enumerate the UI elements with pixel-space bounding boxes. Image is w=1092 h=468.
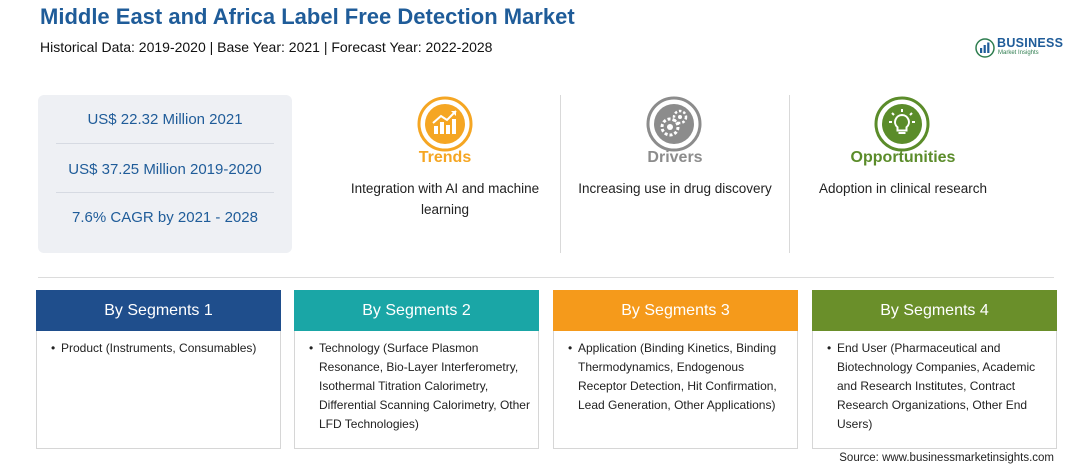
segment-4-list: • End User (Pharmaceutical and Biotechno… <box>827 339 1051 434</box>
stat-market-size-historical: US$ 37.25 Million 2019-2020 <box>68 161 262 178</box>
column-divider <box>789 95 790 253</box>
stats-panel: US$ 22.32 Million 2021 US$ 37.25 Million… <box>38 95 292 253</box>
trends-title: Trends <box>418 149 472 166</box>
drivers-text: Increasing use in drug discovery <box>578 181 772 196</box>
segment-card-1: By Segments 1 • Product (Instruments, Co… <box>36 290 281 449</box>
segment-2-list: • Technology (Surface Plasmon Resonance,… <box>309 339 533 434</box>
logo-icon <box>975 38 995 58</box>
segment-card-2: By Segments 2 • Technology (Surface Plas… <box>294 290 539 449</box>
drivers-title: Drivers <box>647 149 703 166</box>
segment-4-header: By Segments 4 <box>812 290 1057 331</box>
bullet-icon: • <box>309 341 314 355</box>
segment-1-header: By Segments 1 <box>36 290 281 331</box>
logo-name: BUSINESS <box>997 36 1064 50</box>
logo-tagline: Market Insights <box>998 50 1039 56</box>
trends-text: Integration with AI and machine learning <box>350 181 540 217</box>
segment-3-header: By Segments 3 <box>553 290 798 331</box>
lightbulb-icon <box>874 96 930 152</box>
segment-card-3: By Segments 3 • Application (Binding Kin… <box>553 290 798 449</box>
page-subtitle: Historical Data: 2019-2020 | Base Year: … <box>40 39 493 55</box>
segment-1-item: Product (Instruments, Consumables) <box>61 341 257 355</box>
section-divider <box>38 277 1054 278</box>
segment-2-item: Technology (Surface Plasmon Resonance, B… <box>319 341 530 431</box>
bullet-icon: • <box>827 341 832 355</box>
segment-card-4: By Segments 4 • End User (Pharmaceutical… <box>812 290 1057 449</box>
stats-divider <box>56 192 274 193</box>
brand-logo: BUSINESS Market Insights <box>975 36 1065 60</box>
segment-3-list: • Application (Binding Kinetics, Binding… <box>568 339 792 415</box>
trend-chart-icon <box>417 96 473 152</box>
stat-market-size-2021: US$ 22.32 Million 2021 <box>87 111 243 128</box>
page-title: Middle East and Africa Label Free Detect… <box>40 4 575 29</box>
opportunities-text: Adoption in clinical research <box>818 181 988 196</box>
bullet-icon: • <box>51 341 56 355</box>
source-note: Source: www.businessmarketinsights.com <box>839 452 1054 464</box>
opportunities-title: Opportunities <box>850 149 956 166</box>
bullet-icon: • <box>568 341 573 355</box>
gears-icon <box>646 96 702 152</box>
stats-divider <box>56 143 274 144</box>
segment-4-item: End User (Pharmaceutical and Biotechnolo… <box>837 341 1036 431</box>
segment-2-header: By Segments 2 <box>294 290 539 331</box>
stat-cagr: 7.6% CAGR by 2021 - 2028 <box>72 209 258 226</box>
segment-1-list: • Product (Instruments, Consumables) <box>51 339 275 358</box>
segment-3-item: Application (Binding Kinetics, Binding T… <box>578 341 777 412</box>
column-divider <box>560 95 561 253</box>
